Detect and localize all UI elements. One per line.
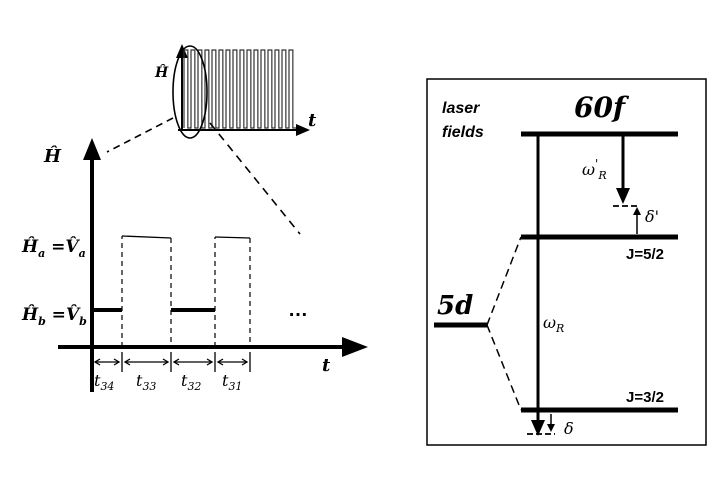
level-a-label: Ĥa =V̂a <box>21 236 86 260</box>
level-b-label: Ĥb =V̂b <box>21 304 87 328</box>
level-a-pulse-1 <box>121 235 172 239</box>
left-panel: Ĥ t Ĥa =V̂a Ĥb =V̂b Ĥ t … <box>21 44 368 393</box>
inset-x-label: t <box>308 110 317 131</box>
splitting-dash-lower <box>486 324 522 411</box>
delta-prime-arrowhead <box>633 207 641 215</box>
laser-label-line2: fields <box>442 124 484 141</box>
omega-r-label: ωR <box>543 313 564 335</box>
omega-r-prime-arrowhead <box>616 188 630 204</box>
inset-square-wave <box>183 49 296 129</box>
main-y-arrowhead <box>83 138 101 160</box>
right-panel: laser fields 60f 5d J=5/2 J=3/2 ωR ω'R δ… <box>426 78 707 446</box>
inset-zoom-ellipse <box>172 45 208 139</box>
time-label-t32: t32 <box>181 371 201 393</box>
omega-r-prime-label: ω'R <box>582 157 607 182</box>
main-x-arrowhead <box>342 337 368 357</box>
omega-r-arrowhead <box>531 420 545 436</box>
time-label-t33: t33 <box>136 371 156 393</box>
energy-level-frame <box>426 78 707 446</box>
delta-prime-label: δ' <box>645 207 659 226</box>
state-60f-label: 60f <box>574 91 630 124</box>
main-y-label: Ĥ <box>43 144 62 167</box>
level-j52-label: J=5/2 <box>626 246 664 263</box>
inset-y-label: Ĥ <box>154 63 169 81</box>
delta-arrowhead <box>547 424 555 432</box>
inset-x-arrowhead <box>296 124 310 136</box>
pulse-sequence <box>92 235 251 347</box>
delta-label: δ <box>564 419 574 438</box>
time-label-t34: t34 <box>94 371 114 393</box>
zoom-line-left <box>106 117 174 153</box>
splitting-dash-upper <box>486 236 522 326</box>
level-j32-label: J=3/2 <box>626 389 664 406</box>
zoom-line-right <box>209 122 301 235</box>
time-interval-arrows <box>93 352 251 372</box>
level-a-pulse-2 <box>214 236 251 239</box>
time-label-t31: t31 <box>222 371 242 393</box>
laser-label-line1: laser <box>442 100 480 117</box>
state-5d-label: 5d <box>437 291 473 321</box>
main-x-label: t <box>322 355 331 376</box>
ellipsis: … <box>288 299 308 321</box>
inset-pulse-train: Ĥ t <box>154 44 317 139</box>
